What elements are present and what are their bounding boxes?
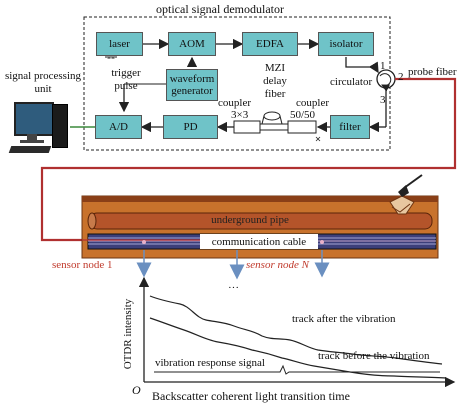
coupler-right-label: coupler (296, 97, 329, 109)
coupler-left-label: coupler (218, 97, 251, 109)
port-1-label: 1 (380, 60, 386, 72)
track-after-line (149, 295, 443, 365)
response-signal-line (154, 364, 440, 375)
probe-fiber-label: probe fiber (408, 66, 457, 78)
port-2-label: 2 (398, 71, 404, 83)
trigger-pulse-label: trigger pulse (111, 67, 141, 92)
aom-block: AOM (168, 32, 216, 56)
isolator-block: isolator (318, 32, 374, 56)
demodulator-title: optical signal demodulator (156, 2, 284, 16)
mzi-delay-fiber-label: MZI delay fiber (263, 62, 287, 100)
port-3-label: 3 (380, 94, 386, 106)
communication-cable-label: communication cable (211, 236, 307, 248)
coupler-3x3-symbol (233, 120, 261, 134)
filter-block: filter (330, 115, 370, 139)
chart-origin: O (132, 383, 141, 397)
underground-pipe-label: underground pipe (211, 214, 289, 226)
computer-icon (6, 98, 70, 156)
ad-block: A/D (95, 115, 142, 139)
circulator-label: circulator (330, 76, 373, 88)
probe-fiber-line (40, 77, 457, 242)
sensor-node-n-label: sensor node N (246, 259, 309, 271)
ratio-3x3-label: 3×3 (231, 109, 249, 121)
annotation-response: vibration response signal (155, 357, 265, 369)
coupler-5050-symbol (287, 120, 317, 134)
annotation-after: track after the vibration (292, 313, 396, 325)
sensor-node-1-label: sensor node 1 (52, 259, 113, 271)
ratio-5050-label: 50/50 (290, 109, 316, 121)
track-before-line (149, 317, 447, 379)
edfa-block: EDFA (242, 32, 298, 56)
pd-block: PD (163, 115, 218, 139)
annotation-before: track before the vibration (318, 350, 430, 362)
chart-xlabel: Backscatter coherent light transition ti… (152, 389, 350, 403)
signal-processing-unit-label: signal processing unit (4, 70, 82, 95)
mzi-delay-coil (263, 111, 281, 121)
ellipsis-label: ··· (228, 282, 239, 294)
waveform-generator-block: waveform generator (166, 69, 218, 101)
chart-ylabel: OTDR intensity (122, 298, 134, 370)
laser-block: laser (96, 32, 143, 56)
